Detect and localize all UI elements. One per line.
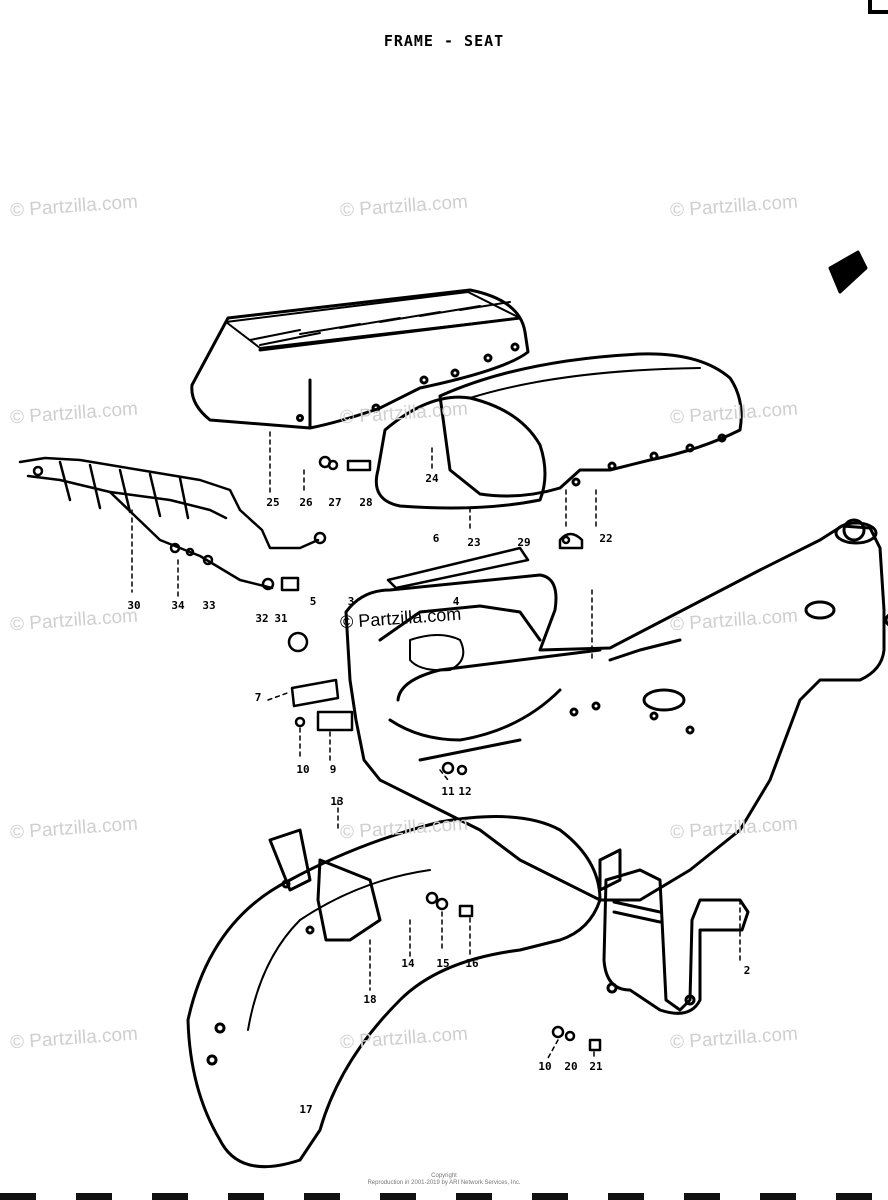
callout-23[interactable]: 23 xyxy=(467,536,481,549)
callout-26[interactable]: 26 xyxy=(299,496,313,509)
callout-7[interactable]: 7 xyxy=(254,691,262,704)
callout-3[interactable]: 3 xyxy=(347,595,355,608)
callout-31[interactable]: 31 xyxy=(274,612,288,625)
callout-15[interactable]: 15 xyxy=(436,957,450,970)
callout-20[interactable]: 20 xyxy=(564,1060,578,1073)
callout-9[interactable]: 9 xyxy=(329,763,337,776)
callout-2[interactable]: 2 xyxy=(743,964,751,977)
callout-32[interactable]: 32 xyxy=(255,612,269,625)
callout-4[interactable]: 4 xyxy=(452,595,460,608)
copyright-footer: Copyright Reproduction in 2001-2019 by A… xyxy=(0,1173,888,1187)
callout-14[interactable]: 14 xyxy=(401,957,415,970)
scan-edge-mark xyxy=(228,1193,264,1200)
callout-29[interactable]: 29 xyxy=(517,536,531,549)
callout-6[interactable]: 6 xyxy=(432,532,440,545)
callout-33[interactable]: 33 xyxy=(202,599,216,612)
rear-seat-drawing xyxy=(190,288,530,430)
corner-scan-mark xyxy=(868,0,888,14)
scan-edge-mark xyxy=(456,1193,492,1200)
callout-21[interactable]: 21 xyxy=(589,1060,603,1073)
callout-11[interactable]: 11 xyxy=(441,785,455,798)
scan-edge-mark xyxy=(836,1193,872,1200)
luggage-rack-drawing xyxy=(18,456,327,590)
main-frame-drawing xyxy=(344,518,888,902)
callout-27[interactable]: 27 xyxy=(328,496,342,509)
callout-16[interactable]: 16 xyxy=(465,957,479,970)
callout-22[interactable]: 22 xyxy=(599,532,613,545)
callout-17[interactable]: 17 xyxy=(299,1103,313,1116)
scan-edge-mark xyxy=(380,1193,416,1200)
callout-24[interactable]: 24 xyxy=(425,472,439,485)
scan-edge-mark xyxy=(608,1193,644,1200)
scan-edge-mark xyxy=(304,1193,340,1200)
callout-34[interactable]: 34 xyxy=(171,599,185,612)
scan-edge-mark xyxy=(76,1193,112,1200)
bracket-drawing xyxy=(602,868,750,1015)
callout-5[interactable]: 5 xyxy=(309,595,317,608)
callout-10[interactable]: 10 xyxy=(296,763,310,776)
scan-edge-mark xyxy=(684,1193,720,1200)
callout-25[interactable]: 25 xyxy=(266,496,280,509)
copyright-line-1: Copyright xyxy=(431,1173,457,1179)
rear-fender-drawing xyxy=(186,815,602,1169)
callout-30[interactable]: 30 xyxy=(127,599,141,612)
front-seat-drawing xyxy=(374,352,743,510)
scan-edge-mark xyxy=(760,1193,796,1200)
copyright-line-2: Reproduction in 2001-2019 by ARI Network… xyxy=(367,1180,521,1186)
scan-edge-mark xyxy=(0,1193,36,1200)
callout-12[interactable]: 12 xyxy=(458,785,472,798)
direction-arrow-mark xyxy=(828,250,868,294)
callout-28[interactable]: 28 xyxy=(359,496,373,509)
callout-19[interactable]: 10 xyxy=(538,1060,552,1073)
diagram-title: FRAME - SEAT xyxy=(383,32,505,50)
scan-edge-mark xyxy=(532,1193,568,1200)
lower-fasteners-drawing xyxy=(425,535,602,1052)
scan-edge-mark xyxy=(152,1193,188,1200)
callout-18[interactable]: 18 xyxy=(363,993,377,1006)
callout-13[interactable]: 13 xyxy=(330,795,344,808)
leader-lines xyxy=(131,431,741,1059)
